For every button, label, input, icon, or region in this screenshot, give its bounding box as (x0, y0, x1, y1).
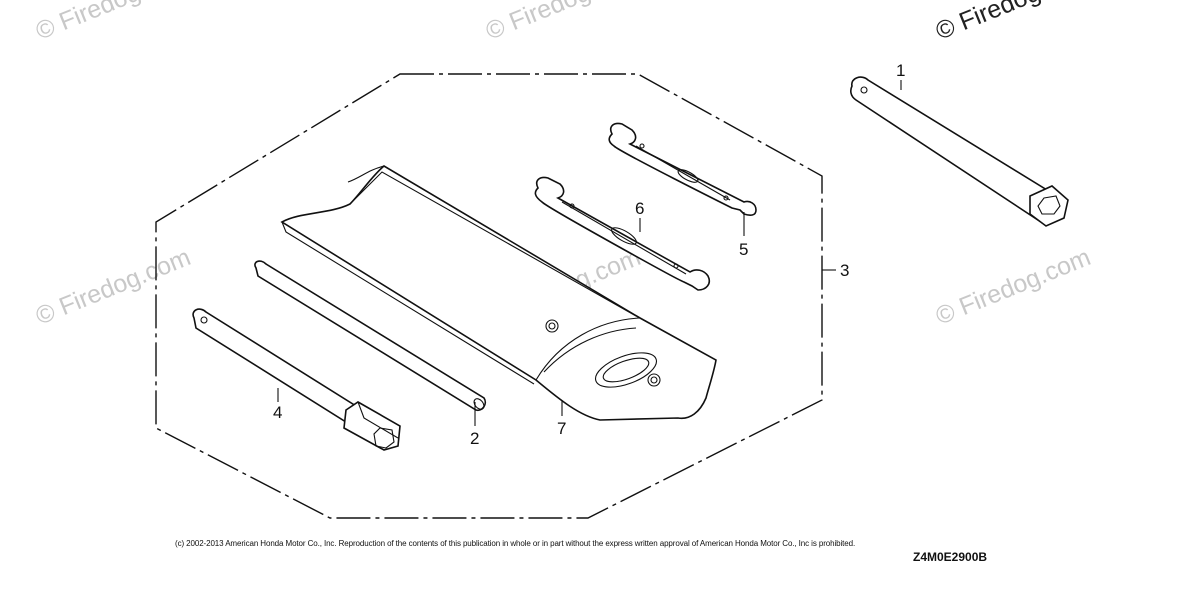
watermark-mid-left: © Firedog.com (32, 243, 195, 331)
watermark-top-center: © Firedog.com (482, 0, 645, 46)
callout-5: 5 (739, 240, 748, 259)
copyright-notice: (c) 2002-2013 American Honda Motor Co., … (175, 539, 856, 548)
callout-7: 7 (557, 419, 566, 438)
diagram-code: Z4M0E2900B (913, 550, 988, 564)
tool-kit-boundary (155, 73, 823, 519)
callout-1: 1 (896, 61, 905, 80)
open-end-wrench-small (608, 122, 757, 216)
open-end-wrench-large (534, 176, 711, 291)
callout-3: 3 (840, 261, 849, 280)
watermark-mid-right: © Firedog.com (932, 243, 1095, 331)
handle-bar (254, 260, 487, 412)
tool-bag (280, 165, 717, 421)
leader-lines (277, 80, 902, 426)
watermark-top-right: © Firedog.com (932, 0, 1095, 46)
callout-6: 6 (635, 199, 644, 218)
callout-2: 2 (470, 429, 479, 448)
box-wrench (850, 76, 1069, 227)
callout-4: 4 (273, 403, 282, 422)
spark-plug-wrench (192, 308, 401, 451)
watermark-top-left: © Firedog.com (32, 0, 195, 46)
